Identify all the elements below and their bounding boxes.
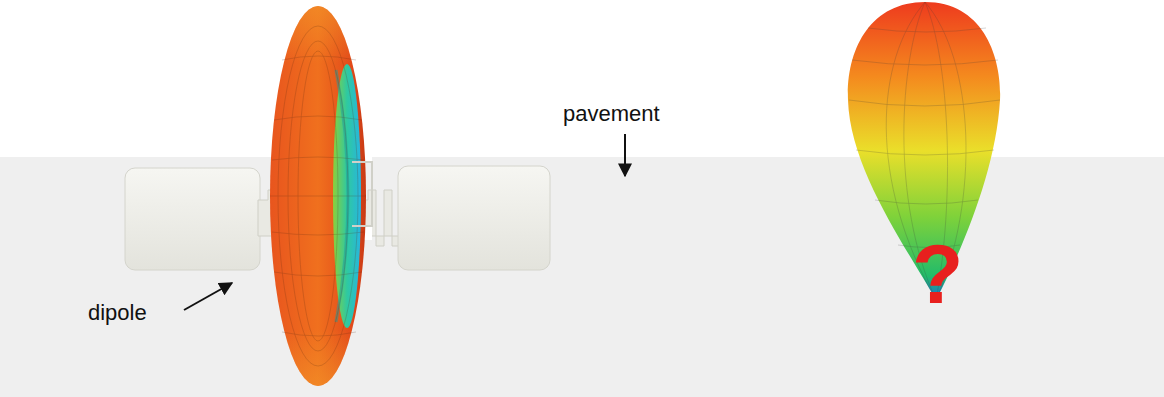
part-label: dipole <box>88 302 147 324</box>
torus-pattern <box>270 6 372 386</box>
leader-arrow <box>184 283 232 310</box>
pavement-band <box>0 157 1164 397</box>
question-mark: ? <box>912 232 963 316</box>
part-label: pavement <box>563 103 660 125</box>
leader-arrow <box>624 134 626 176</box>
